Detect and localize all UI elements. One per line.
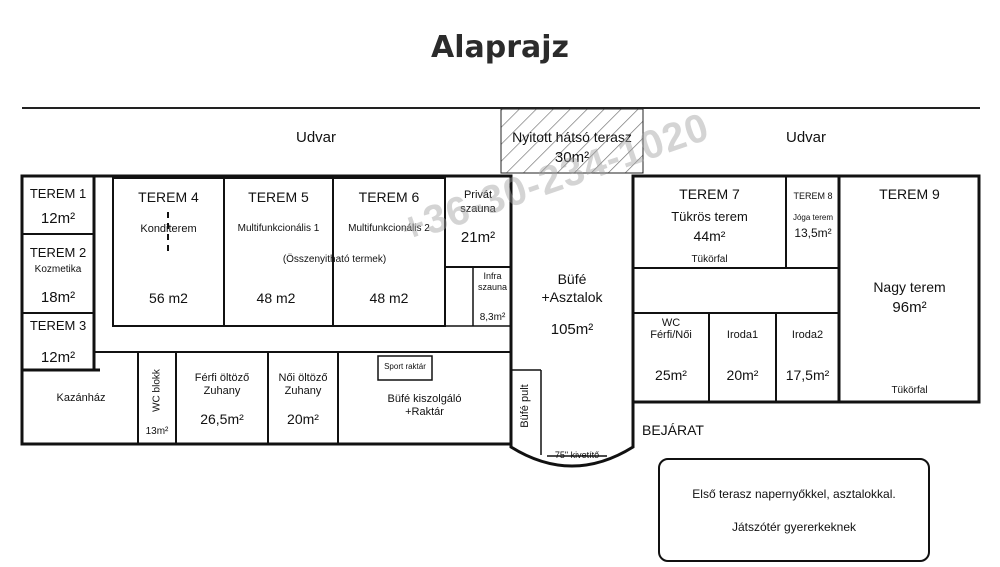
- back-terrace-label: Nyitott hátsó terasz: [512, 129, 632, 145]
- terem3-label: TEREM 3: [29, 318, 87, 333]
- kazanhaz-label: Kazánház: [56, 392, 106, 404]
- tukorfal-9-label: Tükörfal: [891, 385, 928, 396]
- terem8-sub: Jóga terem: [792, 213, 834, 222]
- note-line-2: Játszótér gyererkeknek: [731, 520, 857, 534]
- front-terrace-note: Első terasz napernyőkkel, asztalokkal. J…: [658, 458, 930, 562]
- infra-label: Infra: [483, 271, 502, 281]
- terem5-label: TEREM 5: [248, 189, 309, 205]
- privat-szauna-label: szauna: [460, 203, 496, 215]
- sport-raktar-label: Sport raktár: [384, 362, 426, 371]
- raktar-label: +Raktár: [405, 406, 444, 418]
- bufe-area: 105m²: [550, 321, 594, 338]
- terem6-sub: Multifunkcionális 2: [348, 223, 430, 234]
- kivetito-label: 75" kivetítő: [554, 450, 600, 460]
- wc-label: WC: [661, 317, 681, 329]
- udvar-right-label: Udvar: [786, 129, 827, 146]
- iroda2-label: Iroda2: [791, 329, 824, 341]
- terem4-sub: Konditerem: [140, 223, 197, 235]
- infra-area: 8,3m²: [479, 312, 506, 323]
- terem2-area: 18m²: [40, 289, 76, 306]
- osszenyithato-label: (Összenyitható termek): [282, 254, 387, 265]
- wc-blokk-label: WC blokk: [151, 369, 163, 412]
- terem9-label: TEREM 9: [879, 186, 940, 202]
- back-terrace-area: 30m²: [554, 149, 590, 166]
- ferfi-label-1: Férfi öltöző: [194, 372, 250, 384]
- iroda1-label: Iroda1: [726, 329, 759, 341]
- iroda2-area: 17,5m²: [785, 367, 830, 383]
- noi-area: 20m²: [287, 411, 319, 427]
- terem8-label: TEREM 8: [793, 191, 833, 201]
- tukorfal-7-label: Tükörfal: [691, 254, 728, 265]
- terem3-area: 12m²: [40, 349, 76, 366]
- ferfi-area: 26,5m²: [200, 411, 244, 427]
- bufe-kiszolgalo-label: Büfé kiszolgáló: [387, 393, 462, 405]
- terem8-area: 13,5m²: [794, 226, 832, 240]
- wc-sub: Férfi/Női: [650, 329, 692, 341]
- terem6-label: TEREM 6: [358, 189, 420, 205]
- privat-label: Privát: [463, 189, 493, 201]
- iroda1-area: 20m²: [726, 367, 759, 383]
- note-line-1: Első terasz napernyőkkel, asztalokkal.: [692, 487, 896, 501]
- terem7-sub: Tükrös terem: [671, 209, 748, 224]
- udvar-left-label: Udvar: [296, 129, 337, 146]
- bejarat-label: BEJÁRAT: [642, 422, 704, 438]
- back-terrace-hatch: [500, 108, 644, 174]
- terem1-area: 12m²: [40, 210, 76, 227]
- terem4-label: TEREM 4: [138, 189, 199, 205]
- bufe-outline: [509, 176, 635, 468]
- terem7-area: 44m²: [693, 228, 726, 244]
- terem2-sub: Kozmetika: [34, 264, 82, 275]
- terem5-area: 48 m2: [256, 290, 296, 306]
- ferfi-label-2: Zuhany: [203, 385, 241, 397]
- noi-label-2: Zuhany: [284, 385, 322, 397]
- bufe-pult-label: Büfé pult: [519, 384, 531, 428]
- terem5-sub: Multifunkcionális 1: [237, 223, 320, 234]
- terem6-area: 48 m2: [369, 290, 409, 306]
- terem1-label: TEREM 1: [29, 186, 87, 201]
- bufe-label: Büfé: [557, 271, 587, 287]
- privat-area: 21m²: [460, 229, 496, 246]
- page-title: Alaprajz: [430, 30, 569, 65]
- wc-area: 25m²: [655, 367, 687, 383]
- terem4-area: 56 m2: [149, 290, 188, 306]
- bufe-asztalok-label: +Asztalok: [541, 289, 603, 305]
- terem9-area: 96m²: [892, 299, 927, 316]
- terem7-label: TEREM 7: [679, 186, 740, 202]
- noi-label-1: Női öltöző: [278, 372, 328, 384]
- terem2-label: TEREM 2: [29, 245, 87, 260]
- wc-blokk-area: 13m²: [145, 426, 169, 437]
- infra-szauna-label: szauna: [477, 282, 508, 292]
- terem9-sub: Nagy terem: [873, 279, 946, 295]
